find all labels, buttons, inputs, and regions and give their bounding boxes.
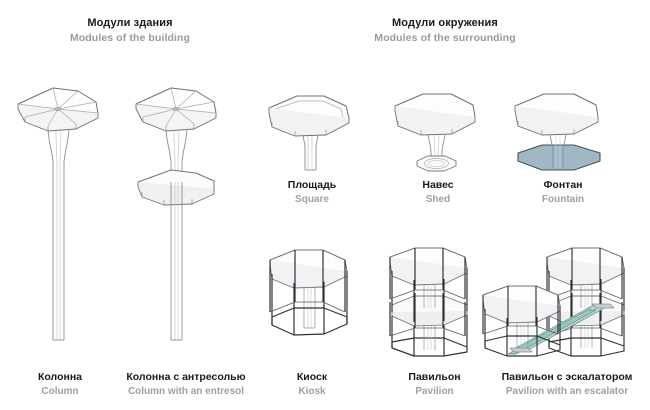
group-title-building-en: Modules of the building xyxy=(69,32,191,44)
caption-fountain: Фонтан Fountain xyxy=(508,180,618,205)
caption-fountain-ru: Фонтан xyxy=(543,179,583,191)
caption-column-en: Column xyxy=(41,385,79,397)
caption-column-ru: Колонна xyxy=(37,371,83,383)
caption-column: Колонна Column xyxy=(0,372,120,397)
caption-pavilion: Павильон Pavilion xyxy=(382,372,487,397)
group-title-surrounding-en: Modules of the surrounding xyxy=(374,32,516,44)
group-title-surrounding-ru: Модули окружения xyxy=(392,17,498,29)
column-figure xyxy=(8,82,118,357)
pavilion-figure xyxy=(382,244,487,359)
caption-square-ru: Площадь xyxy=(287,179,337,191)
group-title-building: Модули здания Modules of the building xyxy=(20,18,240,44)
square-figure xyxy=(262,92,362,172)
caption-column-entresol-en: Column with an entresol xyxy=(127,385,245,397)
group-title-building-ru: Модули здания xyxy=(87,17,173,29)
caption-square-en: Square xyxy=(295,193,329,205)
caption-column-entresol-ru: Колонна с антресолью xyxy=(126,371,246,383)
kiosk-figure xyxy=(262,246,362,351)
shed-figure xyxy=(388,90,488,175)
caption-pavilion-en: Pavilion xyxy=(415,385,454,397)
caption-kiosk: Киоск Kiosk xyxy=(262,372,362,397)
caption-kiosk-ru: Киоск xyxy=(296,371,328,383)
caption-pavilion-escalator-en: Pavilion with an escalator xyxy=(505,385,629,397)
column-entresol-figure xyxy=(126,82,241,357)
caption-shed: Навес Shed xyxy=(388,180,488,205)
caption-column-entresol: Колонна с антресолью Column with an entr… xyxy=(106,372,266,397)
caption-shed-en: Shed xyxy=(425,193,451,205)
caption-shed-ru: Навес xyxy=(422,179,454,191)
pavilion-escalator-figure xyxy=(482,244,644,362)
caption-square: Площадь Square xyxy=(262,180,362,205)
caption-fountain-en: Fountain xyxy=(541,193,585,205)
caption-pavilion-escalator-ru: Павильон с эскалатором xyxy=(501,371,633,383)
caption-kiosk-en: Kiosk xyxy=(298,385,326,397)
caption-pavilion-ru: Павильон xyxy=(408,371,461,383)
fountain-figure xyxy=(508,90,618,175)
caption-pavilion-escalator: Павильон с эскалатором Pavilion with an … xyxy=(484,372,650,397)
group-title-surrounding: Модули окружения Modules of the surround… xyxy=(335,18,555,44)
